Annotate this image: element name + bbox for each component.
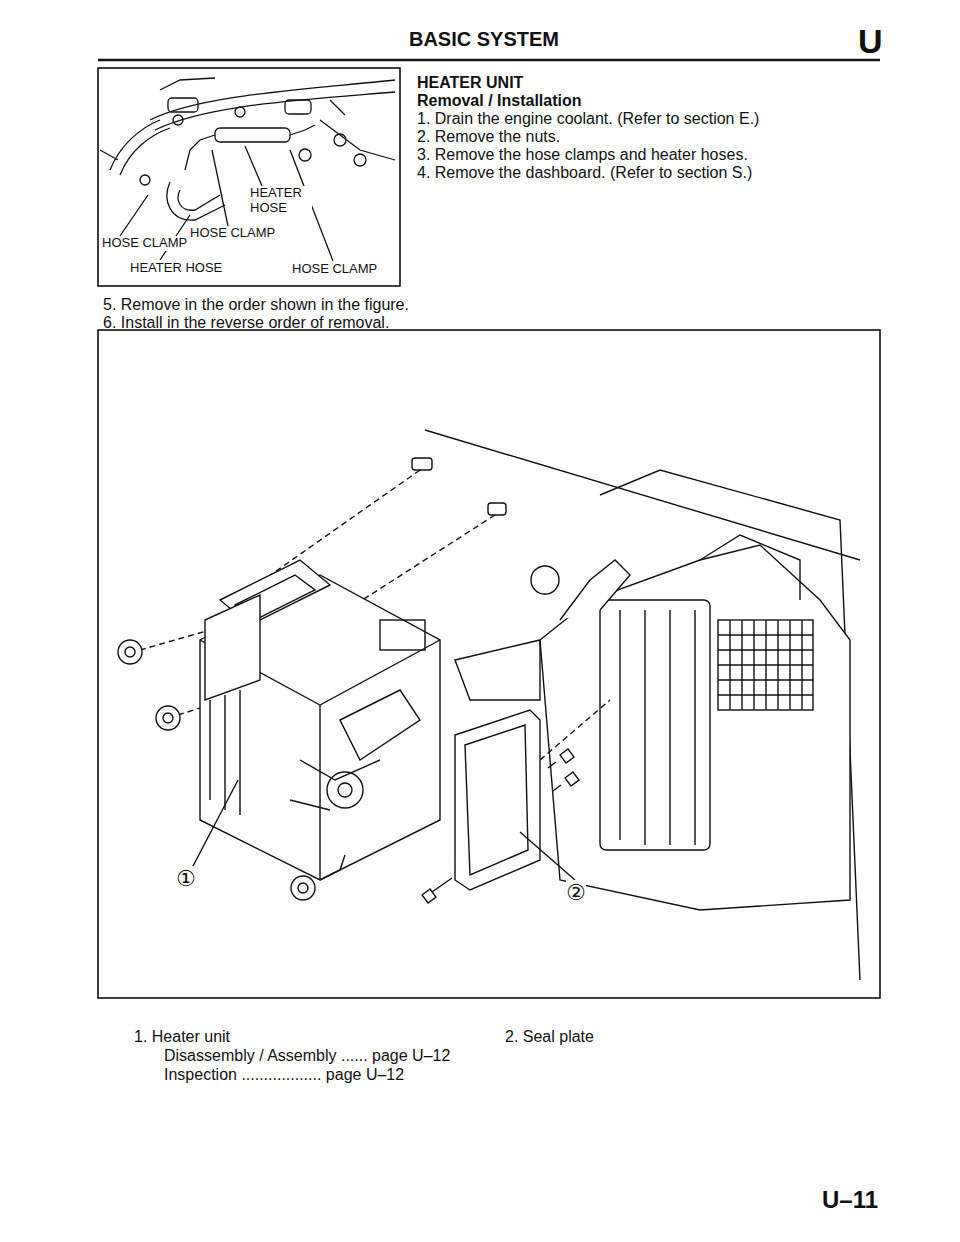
header-rule (98, 59, 880, 62)
callout-number: ② (566, 880, 586, 905)
section-heading: HEATER UNIT (417, 74, 523, 92)
step-text: 3. Remove the hose clamps and heater hos… (417, 146, 748, 164)
step-text: 2. Remove the nuts. (417, 128, 560, 146)
step-text: 6. Install in the reverse order of remov… (103, 314, 389, 332)
legend-text: Disassembly / Assembly ...... page U–12 (164, 1047, 450, 1065)
step-text: 1. Drain the engine coolant. (Refer to s… (417, 110, 759, 128)
step-text: 4. Remove the dashboard. (Refer to secti… (417, 164, 752, 182)
page-number: U–11 (822, 1186, 878, 1214)
heater-unit-drawing (118, 430, 860, 980)
page-title: BASIC SYSTEM (4, 28, 960, 51)
sub-heading: Removal / Installation (417, 92, 581, 110)
step-text: 5. Remove in the order shown in the figu… (103, 296, 409, 314)
legend-text: 2. Seal plate (505, 1028, 594, 1046)
part-label: HOSE CLAMP (190, 226, 275, 241)
part-label: HOSE CLAMP (102, 236, 187, 251)
hose-drawing (100, 78, 395, 261)
figure-frame (98, 330, 880, 998)
section-letter: U (858, 22, 883, 61)
part-label: HEATER HOSE (250, 186, 312, 216)
inset-frame (98, 68, 400, 286)
legend-text: Inspection .................. page U–12 (164, 1066, 404, 1084)
part-label: HOSE CLAMP (292, 262, 377, 277)
callout-number: ① (176, 866, 196, 891)
legend-text: 1. Heater unit (134, 1028, 230, 1046)
part-label: HEATER HOSE (130, 261, 222, 276)
